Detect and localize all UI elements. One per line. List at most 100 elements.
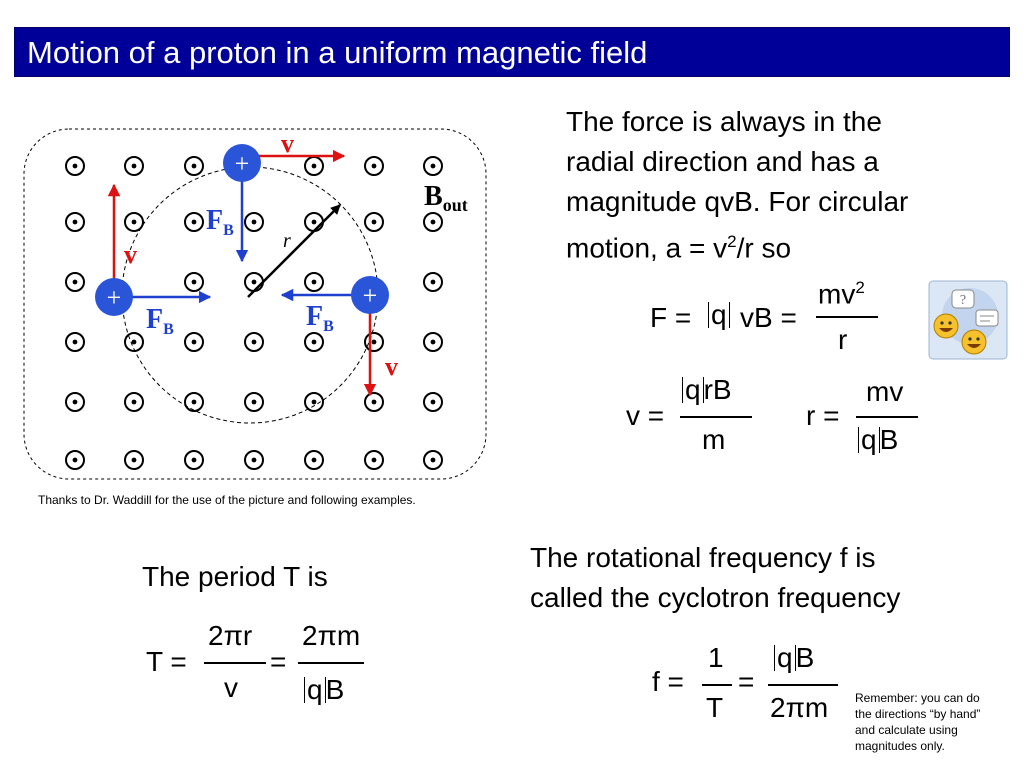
field-dot-center	[430, 219, 436, 225]
field-dot-center	[251, 399, 257, 405]
proton-right	[351, 276, 389, 314]
field-dot-center	[191, 279, 197, 285]
period-eq-fraction-bar-2	[298, 662, 364, 664]
field-dot-center	[311, 163, 317, 169]
force-explanation-line-2: radial direction and has a	[566, 146, 879, 177]
velocity-label-left: v	[124, 240, 137, 269]
remember-note-line-2: the directions “by hand”	[855, 707, 981, 721]
proton-top	[223, 144, 261, 182]
radius-label: r	[283, 230, 291, 252]
period-eq-fraction-bar-1	[204, 662, 266, 664]
frequency-eq-equals: =	[738, 666, 755, 697]
field-dot-center	[72, 339, 78, 345]
frequency-text-line-2: called the cyclotron frequency	[530, 582, 901, 613]
force-explanation-line-4: motion, a = v2/r so	[566, 232, 792, 264]
remember-note-line-3: and calculate using	[855, 723, 958, 737]
frequency-eq-lhs: f =	[652, 666, 684, 697]
velocity-label-top: v	[281, 129, 294, 158]
field-dot-center	[371, 399, 377, 405]
field-dot-center	[430, 399, 436, 405]
field-dot-center	[430, 339, 436, 345]
period-text: The period T is	[142, 561, 328, 592]
field-dot-center	[311, 339, 317, 345]
proton-sign-top: +	[235, 149, 250, 178]
field-dot-center	[131, 457, 137, 463]
field-label: Bout	[424, 181, 468, 215]
field-dot-center	[430, 457, 436, 463]
force-label-left: FB	[146, 304, 174, 338]
period-eq-equals: =	[270, 646, 287, 677]
field-dot-center	[251, 219, 257, 225]
field-dot-center	[131, 339, 137, 345]
radius-eq-lhs: r =	[806, 400, 840, 431]
field-dot-center	[311, 219, 317, 225]
force-explanation: The force is always in the radial direct…	[566, 102, 1006, 268]
field-dot-center	[191, 339, 197, 345]
slide-title: Motion of a proton in a uniform magnetic…	[27, 35, 648, 70]
speed-eq-lhs: v =	[626, 400, 665, 431]
field-dot-center	[131, 163, 137, 169]
field-dot-center	[251, 279, 257, 285]
force-eq-numerator: mv2	[818, 278, 865, 310]
force-label-top: FB	[206, 205, 234, 239]
field-dot-center	[371, 457, 377, 463]
frequency-eq-fraction-bar-2	[768, 684, 838, 686]
field-dot-center	[131, 219, 137, 225]
field-dot-center	[311, 399, 317, 405]
svg-text:?: ?	[960, 293, 966, 308]
field-dot-center	[430, 279, 436, 285]
frequency-text: The rotational frequency f is called the…	[530, 538, 900, 618]
discussion-icon: ?	[928, 280, 1008, 360]
period-eq-numerator-1: 2πr	[208, 620, 253, 651]
speed-eq-denominator: m	[702, 424, 726, 455]
force-label-right: FB	[306, 301, 334, 335]
radius-line	[247, 204, 341, 298]
force-explanation-line-3: magnitude qvB. For circular	[566, 186, 909, 217]
field-dot-center	[72, 163, 78, 169]
field-dot-center	[72, 399, 78, 405]
field-dot-center	[191, 163, 197, 169]
radius-eq-numerator: mv	[866, 376, 904, 407]
radius-eq-fraction-bar	[856, 416, 918, 418]
field-region-outline	[23, 128, 487, 480]
field-dot-center	[72, 279, 78, 285]
frequency-eq-fraction-bar-1	[702, 684, 732, 686]
period-eq-denominator-1: v	[224, 672, 238, 703]
remember-note-line-1: Remember: you can do	[855, 691, 980, 705]
remember-note-line-4: magnitudes only.	[855, 739, 945, 753]
force-equation: F = q vB = mv2 r	[650, 278, 900, 360]
force-eq-fraction-bar	[816, 316, 878, 318]
speed-eq-fraction-bar	[680, 416, 752, 418]
field-dot-center	[311, 457, 317, 463]
field-dot-center	[430, 163, 436, 169]
force-explanation-line-1: The force is always in the	[566, 106, 882, 137]
period-eq-lhs: T =	[146, 646, 187, 677]
force-eq-rest: vB =	[740, 302, 797, 333]
field-dot-center	[191, 219, 197, 225]
field-dot-center	[191, 399, 197, 405]
proton-sign-right: +	[363, 281, 378, 310]
field-dot-center	[131, 399, 137, 405]
remember-note: Remember: you can do the directions “by …	[855, 690, 1020, 754]
field-dot-grid	[65, 156, 443, 470]
title-bar: Motion of a proton in a uniform magnetic…	[14, 27, 1010, 77]
frequency-text-line-1: The rotational frequency f is	[530, 542, 876, 573]
force-eq-lhs: F =	[650, 302, 692, 333]
period-eq-numerator-2: 2πm	[302, 620, 361, 651]
frequency-eq-denominator-2: 2πm	[770, 692, 829, 723]
proton-motion-diagram: r v + FB v + FB v + FB Bout	[23, 128, 487, 480]
field-dot-center	[251, 457, 257, 463]
frequency-eq-numerator-1: 1	[708, 642, 724, 673]
proton-left	[95, 278, 133, 316]
velocity-label-right: v	[385, 352, 398, 381]
credit-note: Thanks to Dr. Waddill for the use of the…	[38, 493, 416, 507]
field-dot-center	[72, 219, 78, 225]
